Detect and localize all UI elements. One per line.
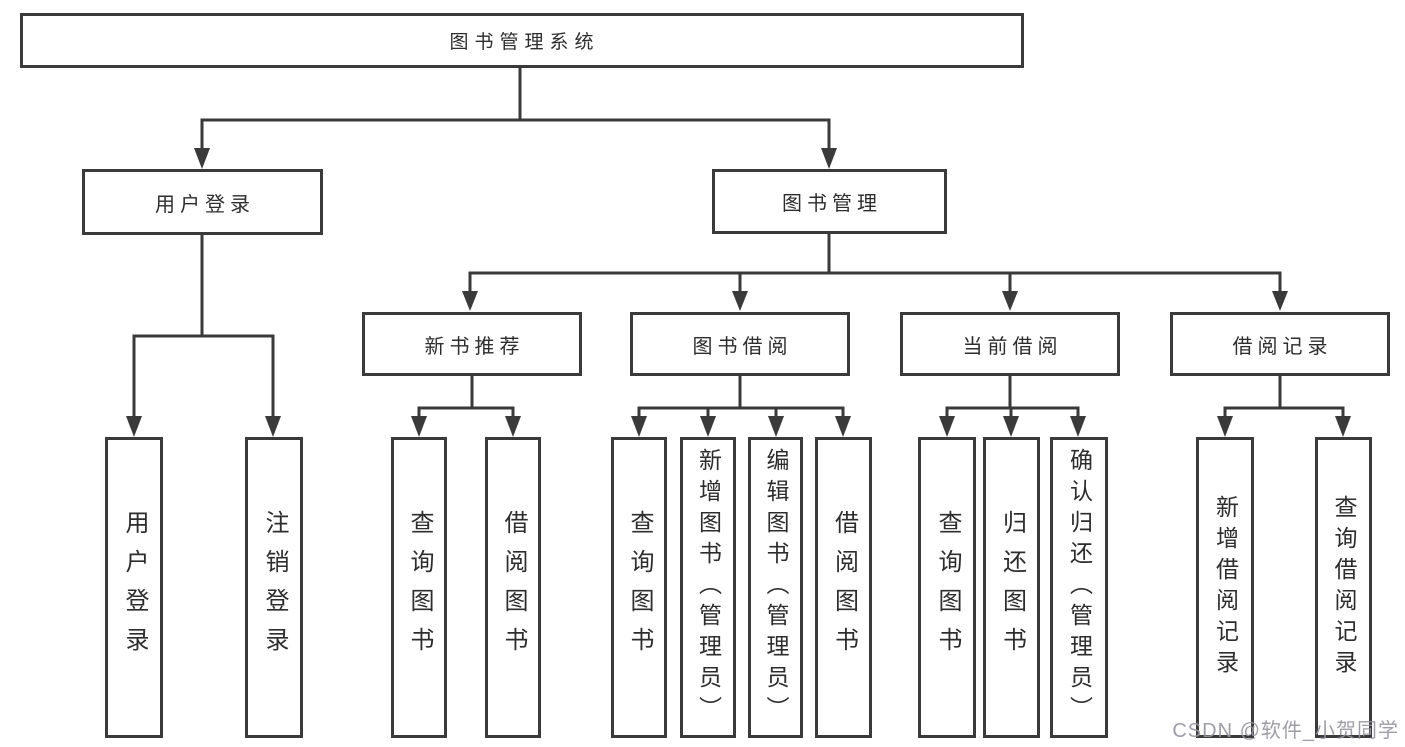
leaf-query-books-recommend: 查询图书 [391,437,447,738]
arrowhead [505,416,521,437]
node-new-book-recommend-label: 新书推荐 [424,335,525,358]
node-current-borrow: 当前借阅 [900,312,1120,376]
node-borrow-records-label: 借阅记录 [1232,335,1333,358]
leaf-borrow-books-recommend: 借阅图书 [485,437,541,738]
node-book-management-label: 图书管理 [782,193,882,215]
leaf-query-books-borrow: 查询图书 [611,437,667,738]
arrowhead [631,416,647,437]
leaf-borrow-books-label: 借阅图书 [830,509,858,666]
leaf-confirm-return-admin: 确认归还（管理员） [1050,437,1108,738]
node-book-borrow-label: 图书借阅 [692,335,793,358]
arrowhead [1272,291,1288,311]
leaf-add-book-admin: 新增图书（管理员） [680,437,736,738]
leaf-return-book-label: 归还图书 [998,509,1026,666]
connector [417,406,515,418]
arrowhead [835,416,851,437]
leaf-edit-book-admin-label: 编辑图书（管理员） [763,448,789,727]
connector [637,406,845,418]
leaf-query-borrow-record: 查询借阅记录 [1315,437,1372,738]
node-user-login: 用户登录 [82,169,323,235]
connector [468,271,1282,293]
node-book-borrow: 图书借阅 [630,312,850,376]
leaf-logout-label: 注销登录 [261,509,288,666]
leaf-confirm-return-admin-label: 确认归还（管理员） [1066,448,1093,727]
node-new-book-recommend: 新书推荐 [362,312,582,376]
csdn-watermark: CSDN @软件_小贺同学 [1172,720,1399,742]
leaf-query-books-current-label: 查询图书 [934,509,961,666]
arrowhead [1070,416,1086,437]
leaf-user-login-label: 用户登录 [121,509,148,666]
leaf-borrow-books: 借阅图书 [815,437,872,738]
connector [200,118,831,150]
arrowhead [732,291,748,311]
leaf-query-books-recommend-label: 查询图书 [406,509,433,666]
arrowhead [126,416,142,437]
arrowhead [411,416,427,437]
leaf-add-borrow-record: 新增借阅记录 [1196,437,1254,738]
arrowhead [768,416,784,437]
arrowhead [462,291,478,311]
arrowhead [700,416,716,437]
node-current-borrow-label: 当前借阅 [962,335,1063,358]
arrowhead [1335,416,1351,437]
leaf-edit-book-admin: 编辑图书（管理员） [748,437,803,738]
arrowhead [939,416,955,437]
arrowhead [1003,416,1019,437]
leaf-query-books-borrow-label: 查询图书 [626,509,653,666]
arrowhead [265,416,281,437]
arrowhead [1002,291,1018,311]
leaf-query-books-current: 查询图书 [918,437,976,738]
arrowhead [194,148,210,169]
arrowhead [821,148,837,169]
leaf-add-borrow-record-label: 新增借阅记录 [1212,494,1239,681]
leaf-borrow-books-recommend-label: 借阅图书 [500,509,527,666]
leaf-return-book: 归还图书 [983,437,1040,738]
node-root: 图书管理系统 [20,13,1024,68]
connector [132,334,275,418]
node-user-login-label: 用户登录 [155,193,255,216]
leaf-add-book-admin-label: 新增图书（管理员） [695,448,722,727]
node-borrow-records: 借阅记录 [1170,312,1390,376]
leaf-logout: 注销登录 [245,437,303,738]
connector [1223,406,1345,418]
leaf-user-login: 用户登录 [105,437,163,738]
leaf-query-borrow-record-label: 查询借阅记录 [1331,494,1357,681]
node-book-management: 图书管理 [712,169,947,234]
arrowhead [1217,416,1233,437]
node-root-label: 图书管理系统 [449,32,600,53]
